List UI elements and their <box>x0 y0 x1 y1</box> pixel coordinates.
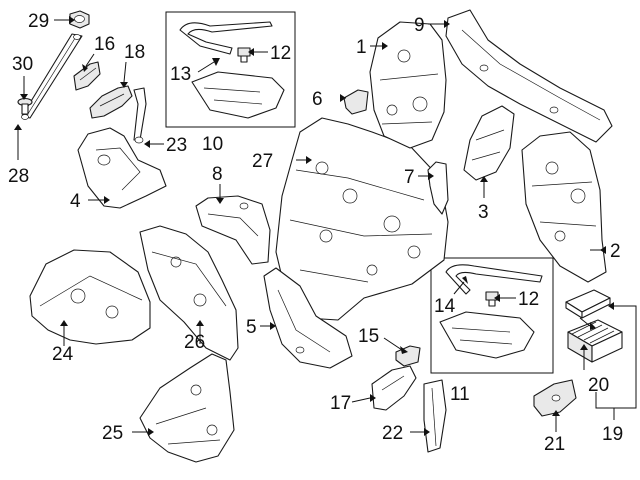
part-29-nut <box>69 10 90 29</box>
callout-22: 22 <box>382 423 403 444</box>
callout-1: 1 <box>356 37 367 58</box>
part-11-tray <box>439 311 535 359</box>
callout-19: 19 <box>602 424 623 445</box>
inset-box-11 <box>430 257 554 374</box>
callout-14: 14 <box>434 296 456 317</box>
part-9-cowl <box>445 9 613 143</box>
part-7-bracket <box>427 161 449 215</box>
callout-16: 16 <box>94 34 115 55</box>
part-23-bracket <box>133 87 147 144</box>
callout-12-lower: 12 <box>518 289 539 310</box>
callout-12-upper: 12 <box>270 43 291 64</box>
callout-21: 21 <box>544 434 565 455</box>
part-10-tray <box>191 71 285 119</box>
callout-29: 29 <box>28 11 49 32</box>
part-19-filter-upper <box>565 289 611 319</box>
callout-labels: 29 30 28 16 18 23 4 13 12 10 8 6 1 9 27 … <box>8 11 623 455</box>
part-1-dash-panel <box>369 21 447 149</box>
part-22-brace <box>423 379 447 453</box>
callout-6: 6 <box>312 89 323 110</box>
part-21-bracket <box>533 379 577 417</box>
part-3-insulator <box>463 105 515 181</box>
leader-arrows <box>14 16 614 436</box>
part-6-bracket <box>343 89 369 115</box>
callout-4: 4 <box>70 191 81 212</box>
part-18-bracket <box>89 85 133 119</box>
part-17-bracket <box>371 365 417 411</box>
part-12-clip-upper <box>237 47 251 63</box>
part-8-cover <box>195 195 271 265</box>
part-2-side-panel <box>521 131 607 283</box>
part-24-wheelhouse <box>29 249 151 345</box>
part-5-pillar <box>263 267 353 369</box>
leader-lines <box>17 19 637 433</box>
callout-9: 9 <box>414 15 425 36</box>
part-14-seal <box>445 264 543 295</box>
callout-2: 2 <box>610 241 621 262</box>
callout-7: 7 <box>404 167 415 188</box>
callout-30: 30 <box>12 54 33 75</box>
callout-28: 28 <box>8 166 29 187</box>
callout-8: 8 <box>212 164 223 185</box>
part-13-seal <box>179 21 273 55</box>
callout-3: 3 <box>478 202 489 223</box>
part-28-strut <box>21 33 83 120</box>
part-20-filter-lower <box>567 319 623 363</box>
part-27-firewall <box>275 117 449 321</box>
callout-20: 20 <box>588 375 609 396</box>
callout-27: 27 <box>252 151 273 172</box>
callout-5: 5 <box>246 317 257 338</box>
part-26-side-frame <box>139 225 239 361</box>
callout-25: 25 <box>102 423 123 444</box>
callout-26: 26 <box>184 332 205 353</box>
inset-box-10 <box>165 11 296 128</box>
callout-18: 18 <box>124 42 145 63</box>
callout-17: 17 <box>330 393 351 414</box>
part-16-bracket <box>73 61 101 91</box>
callout-24: 24 <box>52 344 74 365</box>
callout-10: 10 <box>202 134 223 155</box>
callout-11: 11 <box>450 384 470 405</box>
callout-23: 23 <box>166 135 187 156</box>
callout-15: 15 <box>358 326 379 347</box>
part-30-bolt <box>17 97 33 115</box>
part-4-brace <box>77 127 167 209</box>
callout-13: 13 <box>170 64 191 85</box>
part-25-lower-panel <box>139 353 235 463</box>
